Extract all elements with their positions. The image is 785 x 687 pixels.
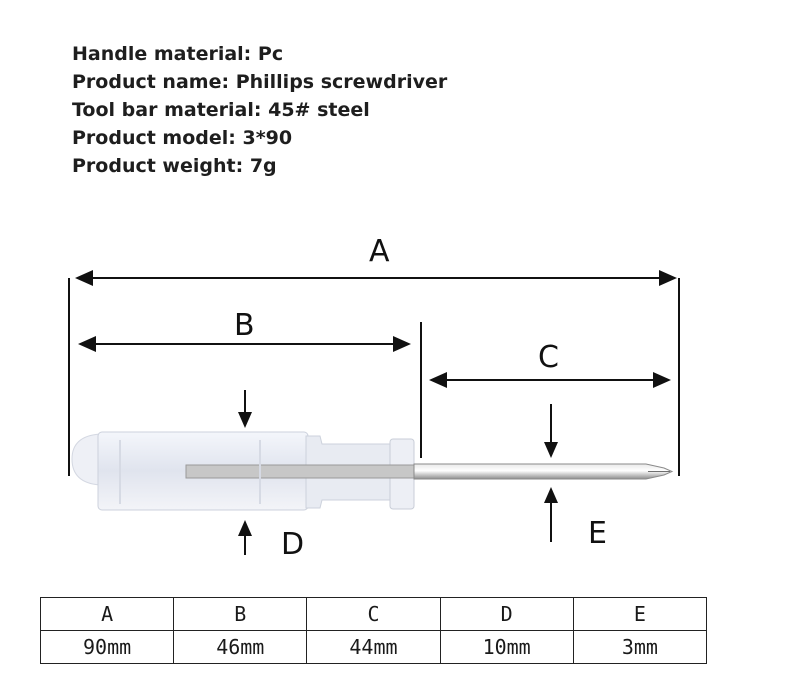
table-header-cell: C	[306, 597, 441, 631]
table-header-row: A B C D E	[39, 597, 708, 631]
dimension-a: A	[75, 234, 677, 286]
dimension-label-b: B	[234, 308, 255, 343]
dimension-b: B	[78, 308, 411, 352]
arrowhead-left-icon	[78, 336, 96, 352]
spec-product-name: Product name: Phillips screwdriver	[72, 71, 448, 93]
table-cell: 10mm	[439, 630, 574, 664]
shaft-inside-handle	[185, 464, 415, 479]
spec-product-weight: Product weight: 7g	[72, 155, 277, 177]
spec-handle-material: Handle material: Pc	[72, 43, 284, 65]
arrow-down-icon	[544, 442, 558, 458]
dimension-e: E	[544, 404, 607, 551]
table-cell: 44mm	[306, 630, 441, 664]
table-cell: 90mm	[39, 630, 175, 664]
arrowhead-right-icon	[393, 336, 411, 352]
table-header-cell: D	[439, 597, 574, 631]
arrowhead-right-icon	[659, 270, 677, 286]
handle-end-cap	[71, 433, 101, 486]
dimension-d: D	[238, 390, 304, 562]
spec-list: Handle material: Pc Product name: Philli…	[72, 40, 447, 180]
arrowhead-left-icon	[429, 372, 447, 388]
dimension-label-d: D	[281, 527, 304, 562]
shaft	[413, 463, 674, 480]
arrow-up-icon	[238, 520, 252, 536]
spec-tool-bar-material: Tool bar material: 45# steel	[72, 99, 370, 121]
screwdriver-dimension-diagram: A B C D E	[68, 234, 680, 562]
table-row: 90mm 46mm 44mm 10mm 3mm	[39, 630, 708, 664]
dimension-table: A B C D E 90mm 46mm 44mm 10mm 3mm	[39, 597, 708, 664]
dimension-label-c: C	[538, 340, 559, 375]
extension-lines	[68, 278, 680, 476]
table-header-cell: A	[39, 597, 175, 631]
screwdriver-image	[71, 431, 674, 511]
table-cell: 3mm	[572, 630, 708, 664]
table-header-cell: B	[173, 597, 308, 631]
arrow-down-icon	[238, 412, 252, 428]
table-cell: 46mm	[173, 630, 308, 664]
dimension-label-a: A	[369, 234, 390, 269]
spec-product-model: Product model: 3*90	[72, 127, 293, 149]
arrowhead-right-icon	[653, 372, 671, 388]
dimension-label-e: E	[588, 516, 607, 551]
table-header-cell: E	[572, 597, 708, 631]
arrow-up-icon	[544, 487, 558, 503]
dimension-c: C	[429, 340, 671, 388]
arrowhead-left-icon	[75, 270, 93, 286]
